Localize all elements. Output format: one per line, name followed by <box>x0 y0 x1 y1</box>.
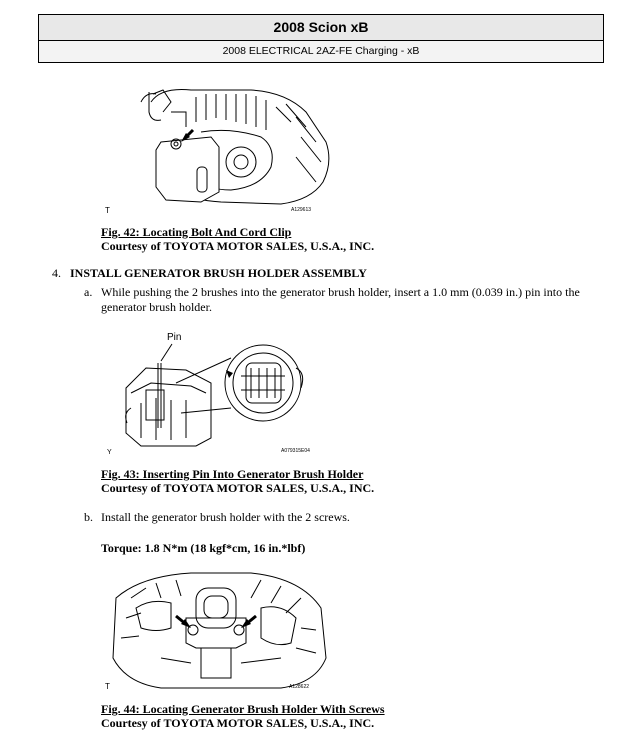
substep-a: a. While pushing the 2 brushes into the … <box>84 285 604 314</box>
torque-spec: Torque: 1.8 N*m (18 kgf*cm, 16 in.*lbf) <box>101 541 306 555</box>
figure-43-code: A079315E04 <box>281 448 310 454</box>
figure-44-illustration: T A128622 <box>101 568 341 693</box>
step-heading: 4. INSTALL GENERATOR BRUSH HOLDER ASSEMBL… <box>52 266 367 281</box>
step-number: 4. <box>52 266 61 280</box>
substep-a-text: While pushing the 2 brushes into the gen… <box>101 285 580 314</box>
step-title: INSTALL GENERATOR BRUSH HOLDER ASSEMBLY <box>70 266 367 280</box>
figure-42-caption: Fig. 42: Locating Bolt And Cord Clip Cou… <box>101 225 374 253</box>
figure-44-caption: Fig. 44: Locating Generator Brush Holder… <box>101 702 385 730</box>
substep-a-letter: a. <box>84 285 93 299</box>
figure-42-title: Fig. 42: Locating Bolt And Cord Clip <box>101 225 292 239</box>
figure-42-mark: T <box>105 206 110 215</box>
figure-44-code: A128622 <box>289 684 309 690</box>
figure-43-title: Fig. 43: Inserting Pin Into Generator Br… <box>101 467 364 481</box>
figure-43-pin-callout: Pin <box>167 332 181 343</box>
figure-44-title: Fig. 44: Locating Generator Brush Holder… <box>101 702 385 716</box>
substep-b: b. Install the generator brush holder wi… <box>84 510 604 525</box>
figure-43-illustration: Pin Y A079315E04 <box>101 328 341 460</box>
figure-42-courtesy: Courtesy of TOYOTA MOTOR SALES, U.S.A., … <box>101 239 375 253</box>
figure-43-courtesy: Courtesy of TOYOTA MOTOR SALES, U.S.A., … <box>101 481 375 495</box>
figure-44-courtesy: Courtesy of TOYOTA MOTOR SALES, U.S.A., … <box>101 716 375 730</box>
substep-b-text: Install the generator brush holder with … <box>101 510 350 524</box>
figure-43-caption: Fig. 43: Inserting Pin Into Generator Br… <box>101 467 374 495</box>
figure-43-mark: Y <box>107 449 112 456</box>
document-subtitle: 2008 ELECTRICAL 2AZ-FE Charging - xB <box>39 41 603 62</box>
document-title: 2008 Scion xB <box>39 15 603 41</box>
substep-b-letter: b. <box>84 510 93 524</box>
figure-44-mark: T <box>105 682 110 691</box>
figure-42-code: A129613 <box>291 207 311 213</box>
figure-42-illustration: T A129613 <box>101 82 341 220</box>
document-header: 2008 Scion xB 2008 ELECTRICAL 2AZ-FE Cha… <box>38 14 604 63</box>
